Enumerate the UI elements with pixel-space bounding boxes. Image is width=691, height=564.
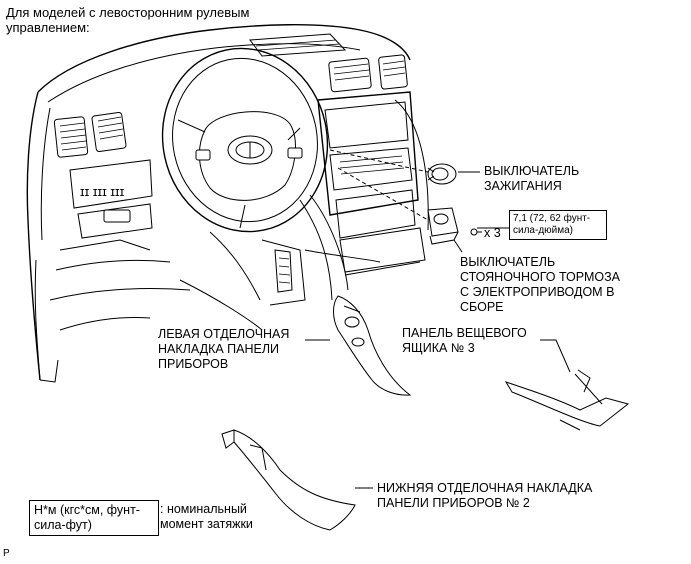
left-trim-part [305,295,412,396]
header-note: Для моделей с левосторонним рулевым упра… [6,5,250,35]
ignition-switch-part [427,163,480,185]
parking-brake-switch-label: ВЫКЛЮЧАТЕЛЬ СТОЯНОЧНОГО ТОРМОЗА С ЭЛЕКТР… [460,255,620,314]
left-vents [53,111,127,158]
svg-text:ɪɪ ɪɪɪ ɪɪɪ: ɪɪ ɪɪɪ ɪɪɪ [80,184,125,199]
legend-unit: Н*м (кгс*см, фунт- сила-фут) [34,503,140,532]
legend-unit-box: Н*м (кгс*см, фунт- сила-фут) [29,500,159,536]
lower-trim-part [221,429,373,531]
corner-mark: P [3,548,10,559]
torque-spec-box: 7,1 (72, 62 фунт- сила-дюйма) [509,210,607,240]
ignition-switch-label: ВЫКЛЮЧАТЕЛЬ ЗАЖИГАНИЯ [484,164,580,193]
center-vents [328,54,408,93]
ignition-dash-line [329,149,429,173]
steering-wheel [161,47,329,233]
bolt-count: x 3 [484,226,501,240]
legend-meaning: : номинальный момент затяжки [160,502,253,531]
console-panel-label: ПАНЕЛЬ ВЕЩЕВОГО ЯЩИКА № 3 [402,326,527,355]
console-panel-part [504,339,630,431]
brake-dash-line [337,167,429,221]
parking-brake-switch-part [427,207,509,253]
lower-trim-label: НИЖНЯЯ ОТДЕЛОЧНАЯ НАКЛАДКА ПАНЕЛИ ПРИБОР… [377,481,593,510]
left-trim-label: ЛЕВАЯ ОТДЕЛОЧНАЯ НАКЛАДКА ПАНЕЛИ ПРИБОРО… [158,327,290,371]
torque-spec-value: 7,1 (72, 62 фунт- сила-дюйма) [513,213,591,236]
dashboard-body: ɪɪ ɪɪɪ ɪɪɪ [26,24,429,383]
